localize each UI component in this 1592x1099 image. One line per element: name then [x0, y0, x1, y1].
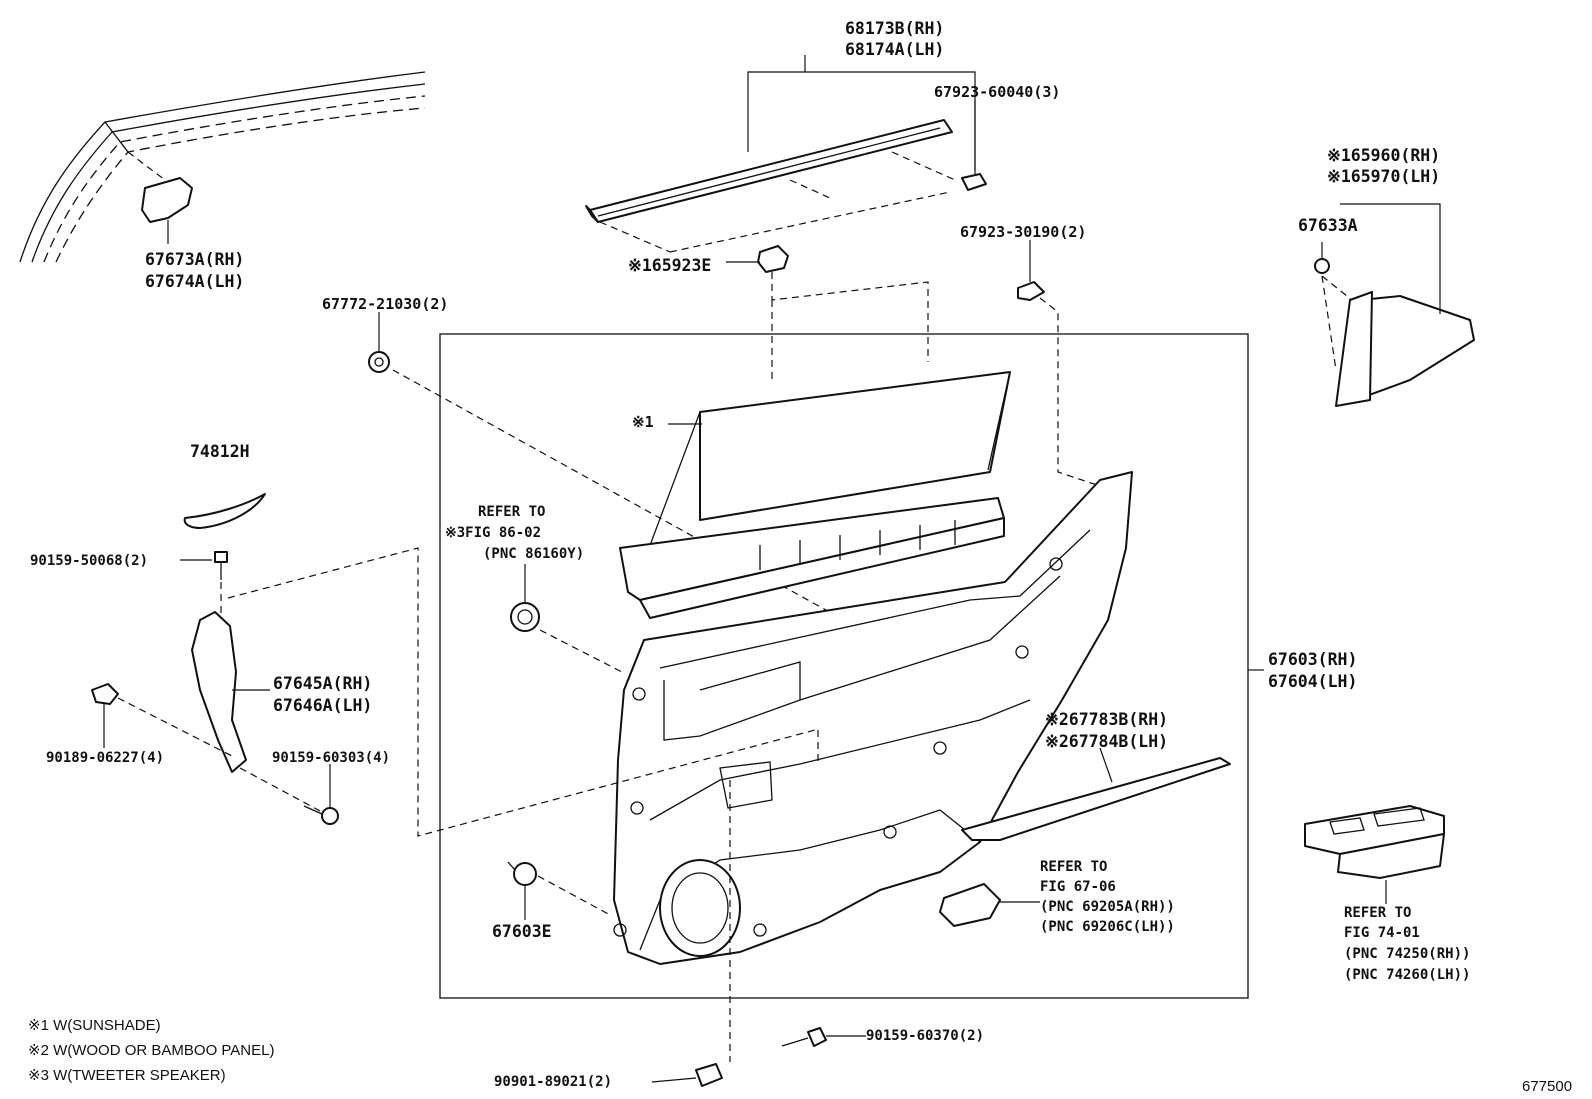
note-sunshade: ※1 W(SUNSHADE) [28, 1017, 161, 1034]
inner-door-handle [939, 883, 1040, 927]
label-refer-86-line2: ※3FIG 86-02 [445, 525, 542, 541]
label-67673a: 67673A(RH) [145, 250, 245, 269]
label-67783b: ※267783B(RH) [1045, 710, 1169, 729]
label-90189: 90189-06227(4) [46, 750, 165, 766]
note-wood-panel: ※2 W(WOOD OR BAMBOO PANEL) [28, 1042, 275, 1059]
label-sunshade-mark: ※1 [632, 413, 654, 431]
part-90901-clip [651, 780, 731, 1087]
label-90159-50068: 90159-50068(2) [30, 553, 149, 569]
door-trim-board [613, 471, 1264, 965]
label-refer-74-line2: FIG 74-01 [1344, 925, 1420, 941]
label-67646a: 67646A(LH) [273, 696, 373, 715]
part-67645a-bracket [191, 611, 270, 773]
part-67923-30190-clip [1017, 240, 1101, 487]
label-67645a: 67645A(RH) [273, 674, 373, 693]
label-67604: 67604(LH) [1268, 672, 1358, 691]
part-74812h [183, 493, 266, 529]
part-67633a-clip [1314, 242, 1330, 274]
label-65960: ※165960(RH) [1327, 146, 1441, 165]
label-67784b: ※267784B(LH) [1045, 732, 1169, 751]
part-67923-60040-clip [961, 100, 987, 191]
label-67633a: 67633A [1298, 216, 1358, 235]
part-67603e-clip [507, 861, 613, 920]
label-refer-74-line1: REFER TO [1344, 905, 1412, 921]
label-68174a: 68174A(LH) [845, 40, 945, 59]
label-refer-67-line1: REFER TO [1040, 859, 1108, 875]
main-assembly-frame [439, 333, 1249, 999]
label-refer-67-line4: (PNC 69206C(LH)) [1040, 919, 1175, 935]
part-90159-60370-screw [781, 1027, 866, 1047]
label-74812h: 74812H [190, 442, 250, 461]
label-refer-74-line4: (PNC 74260(LH)) [1344, 967, 1471, 983]
part-65960-assembly [1321, 203, 1475, 407]
door-frame-outline [19, 71, 426, 263]
label-refer-86-line1: REFER TO [478, 504, 546, 520]
label-67923-60040: 67923-60040(3) [934, 83, 1061, 101]
label-65923e: ※165923E [628, 256, 712, 275]
label-68173b: 68173B(RH) [845, 19, 945, 38]
label-refer-74-line3: (PNC 74250(RH)) [1344, 946, 1471, 962]
part-90159-60303-screw [239, 764, 339, 825]
figure-id: 677500 [1522, 1078, 1573, 1095]
part-67783b-panel [961, 747, 1231, 841]
label-refer-67-line3: (PNC 69205A(RH)) [1040, 899, 1175, 915]
label-67674a: 67674A(LH) [145, 272, 245, 291]
label-67603e: 67603E [492, 922, 552, 941]
label-90901: 90901-89021(2) [494, 1074, 613, 1090]
power-window-switch [1304, 805, 1445, 904]
label-67603: 67603(RH) [1268, 650, 1358, 669]
label-90159-60370: 90159-60370(2) [866, 1028, 985, 1044]
part-67673a [127, 151, 193, 244]
sunshade-assembly [619, 371, 1011, 619]
tweeter-mount [510, 564, 623, 673]
label-65970: ※165970(LH) [1327, 167, 1441, 186]
part-90189-clip [91, 683, 233, 757]
label-refer-86-line3: (PNC 86160Y) [483, 546, 585, 562]
label-refer-67-line2: FIG 67-06 [1040, 879, 1116, 895]
part-68173b-weatherstrip [585, 55, 976, 253]
label-67772: 67772-21030(2) [322, 295, 449, 313]
part-67772-clip [368, 312, 881, 641]
label-67923-30190: 67923-30190(2) [960, 223, 1087, 241]
label-90159-60303: 90159-60303(4) [272, 750, 391, 766]
part-65923e-bracket [726, 245, 929, 380]
note-tweeter: ※3 W(TWEETER SPEAKER) [28, 1067, 226, 1084]
